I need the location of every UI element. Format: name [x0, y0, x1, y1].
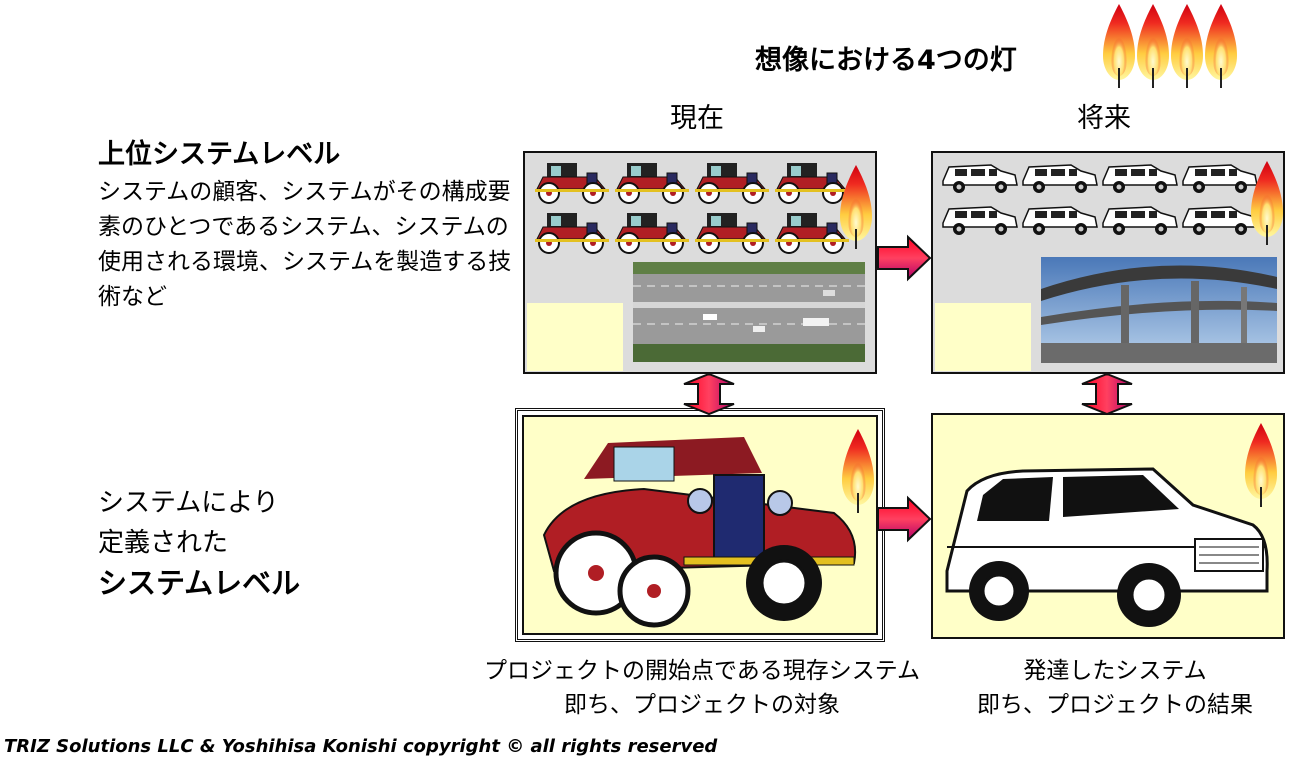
arrow-vertical-present: [683, 372, 735, 416]
cream-placeholder: [527, 303, 623, 371]
highway-image: [633, 262, 865, 362]
panel-system-future: [931, 413, 1285, 639]
suv-image: [945, 467, 1269, 627]
panel-system-present: [515, 408, 885, 642]
suv-fleet-image: [942, 164, 1258, 236]
arrow-right-lower: [877, 495, 932, 543]
old-cars-fleet-image: [534, 162, 850, 254]
flame-icon: [841, 428, 875, 514]
caption-present-line2: 即ち、プロジェクトの対象: [564, 692, 840, 718]
upper-level-description: システムの顧客、システムがその構成要素のひとつであるシステム、システムの使用され…: [98, 179, 512, 310]
flame-icon: [1244, 422, 1278, 508]
upper-level-heading: 上位システムレベル: [98, 139, 341, 170]
cream-placeholder: [935, 303, 1031, 371]
caption-future-line2: 即ち、プロジェクトの結果: [977, 692, 1253, 718]
overpass-image: [1041, 257, 1277, 363]
caption-present-line1: プロジェクトの開始点である現存システム: [483, 658, 921, 684]
arrow-right-upper: [877, 234, 932, 282]
system-level-label: システムにより 定義された システムレベル: [98, 483, 300, 603]
system-level-line3: システムレベル: [98, 566, 301, 600]
column-label-future: 将来: [1077, 103, 1131, 134]
panel-supersystem-future: [931, 151, 1285, 374]
panel-supersystem-present: [523, 151, 877, 374]
diagram-title: 想像における4つの灯: [755, 45, 1017, 76]
column-label-present: 現在: [670, 103, 724, 134]
flame-icon: [1250, 160, 1284, 246]
system-level-line2: 定義された: [98, 528, 229, 558]
caption-future: 発達したシステム 即ち、プロジェクトの結果: [965, 654, 1265, 722]
caption-future-line1: 発達したシステム: [1023, 658, 1207, 684]
classic-car-image: [542, 437, 856, 628]
panel-inner: [522, 415, 878, 635]
four-flames-icon: [1102, 3, 1238, 89]
flame-icon: [839, 164, 873, 250]
copyright-footer: TRIZ Solutions LLC & Yoshihisa Konishi c…: [4, 736, 718, 757]
system-level-line1: システムにより: [98, 488, 279, 518]
caption-present: プロジェクトの開始点である現存システム 即ち、プロジェクトの対象: [462, 654, 942, 722]
arrow-vertical-future: [1081, 372, 1133, 416]
